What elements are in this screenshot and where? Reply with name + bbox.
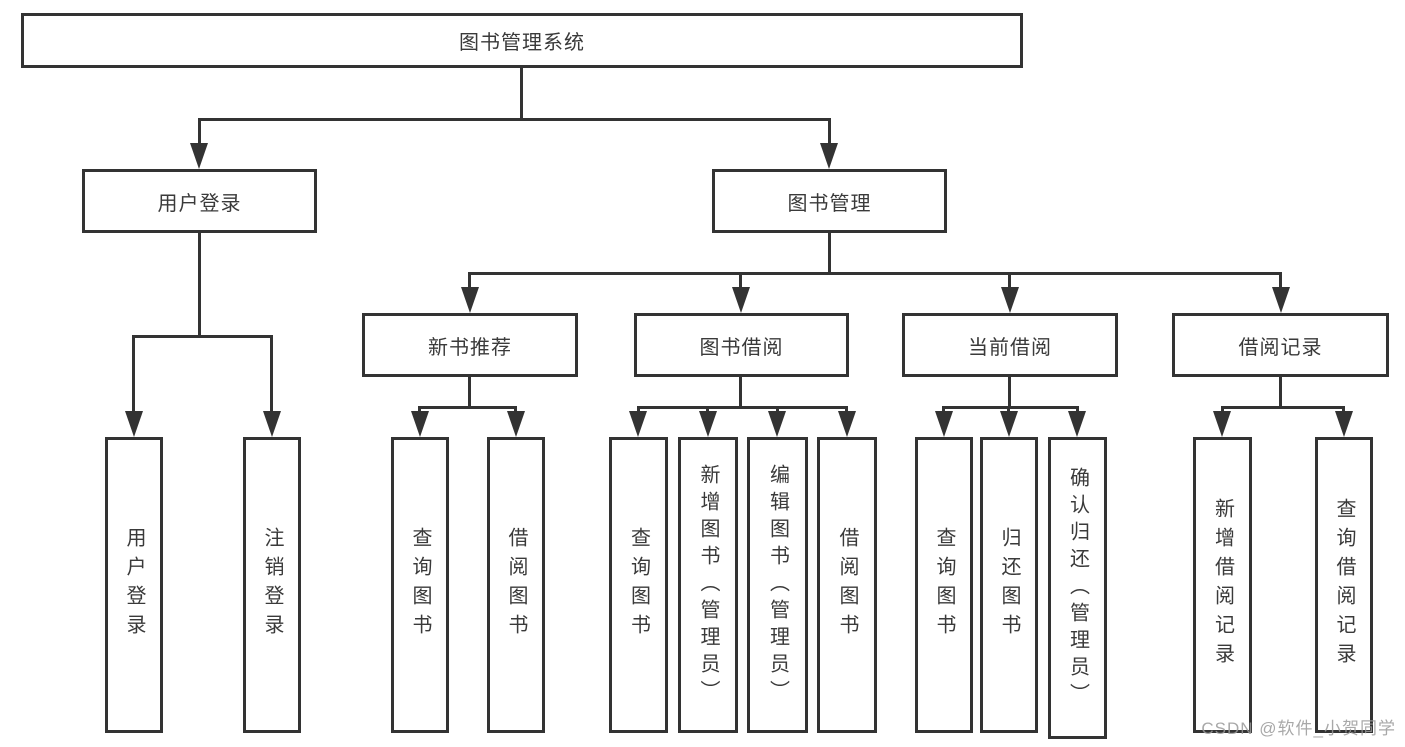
connector-leaf xyxy=(1007,406,1010,414)
connector-new-book-branch xyxy=(418,406,517,409)
arrow-down-icon xyxy=(190,143,208,169)
arrow-down-icon xyxy=(1335,411,1353,437)
leaf-query-books-current: 查询图书 xyxy=(915,437,973,733)
connector-leaf xyxy=(1076,406,1079,414)
connector-current-borrow-stem xyxy=(1008,377,1011,408)
connector-leaf xyxy=(637,406,640,414)
connector-to-user-login xyxy=(198,118,201,146)
connector-book-borrow-branch xyxy=(637,406,848,409)
leaf-borrow-books-borrow: 借阅图书 xyxy=(817,437,877,733)
connector-leaf xyxy=(1221,406,1224,414)
leaf-query-borrow-record: 查询借阅记录 xyxy=(1315,437,1373,733)
connector-root-stem xyxy=(520,68,523,120)
connector-leaf xyxy=(514,406,517,414)
node-user-login: 用户登录 xyxy=(82,169,317,233)
arrow-down-icon xyxy=(1000,411,1018,437)
arrow-down-icon xyxy=(125,411,143,437)
connector-user-login-stem xyxy=(198,233,201,337)
arrow-down-icon xyxy=(1001,287,1019,313)
connector-borrow-records-stem xyxy=(1279,377,1282,408)
connector-to-leaf-logout xyxy=(270,335,273,414)
connector-new-book-stem xyxy=(468,377,471,408)
watermark: CSDN @软件_小贺同学 xyxy=(1201,719,1396,738)
connector-book-borrow-stem xyxy=(739,377,742,408)
connector-book-management-stem xyxy=(828,233,831,274)
connector-leaf xyxy=(418,406,421,414)
arrow-down-icon xyxy=(935,411,953,437)
connector-to-book-management xyxy=(828,118,831,146)
arrow-down-icon xyxy=(629,411,647,437)
leaf-add-borrow-record: 新增借阅记录 xyxy=(1193,437,1252,733)
arrow-down-icon xyxy=(411,411,429,437)
node-borrow-records: 借阅记录 xyxy=(1172,313,1389,377)
connector-leaf xyxy=(776,406,779,414)
arrow-down-icon xyxy=(699,411,717,437)
connector-to-book-borrow xyxy=(739,272,742,290)
connector-root-branch xyxy=(198,118,831,121)
leaf-edit-book-admin: 编辑图书（管理员） xyxy=(747,437,808,733)
connector-to-new-book xyxy=(468,272,471,290)
arrow-down-icon xyxy=(1068,411,1086,437)
leaf-query-books-recommend: 查询图书 xyxy=(391,437,449,733)
node-book-borrow: 图书借阅 xyxy=(634,313,849,377)
node-new-book-recommend: 新书推荐 xyxy=(362,313,578,377)
connector-book-management-branch xyxy=(468,272,1282,275)
arrow-down-icon xyxy=(768,411,786,437)
leaf-add-book-admin: 新增图书（管理员） xyxy=(678,437,738,733)
arrow-down-icon xyxy=(820,143,838,169)
connector-to-borrow-records xyxy=(1279,272,1282,290)
connector-leaf xyxy=(706,406,709,414)
arrow-down-icon xyxy=(461,287,479,313)
node-book-management: 图书管理 xyxy=(712,169,947,233)
connector-current-borrow-branch xyxy=(942,406,1079,409)
arrow-down-icon xyxy=(732,287,750,313)
node-library-system-root: 图书管理系统 xyxy=(21,13,1023,68)
leaf-logout-login: 注销登录 xyxy=(243,437,301,733)
connector-to-leaf-user-login xyxy=(132,335,135,414)
arrow-down-icon xyxy=(838,411,856,437)
arrow-down-icon xyxy=(507,411,525,437)
node-current-borrow: 当前借阅 xyxy=(902,313,1118,377)
connector-borrow-records-branch xyxy=(1221,406,1345,409)
leaf-confirm-return-admin: 确认归还（管理员） xyxy=(1048,437,1107,739)
leaf-borrow-books-recommend: 借阅图书 xyxy=(487,437,545,733)
leaf-query-books-borrow: 查询图书 xyxy=(609,437,668,733)
connector-leaf xyxy=(1342,406,1345,414)
arrow-down-icon xyxy=(263,411,281,437)
connector-to-current-borrow xyxy=(1008,272,1011,290)
leaf-user-login: 用户登录 xyxy=(105,437,163,733)
connector-leaf xyxy=(845,406,848,414)
arrow-down-icon xyxy=(1272,287,1290,313)
connector-user-login-branch xyxy=(132,335,273,338)
arrow-down-icon xyxy=(1213,411,1231,437)
leaf-return-books: 归还图书 xyxy=(980,437,1038,733)
connector-leaf xyxy=(942,406,945,414)
